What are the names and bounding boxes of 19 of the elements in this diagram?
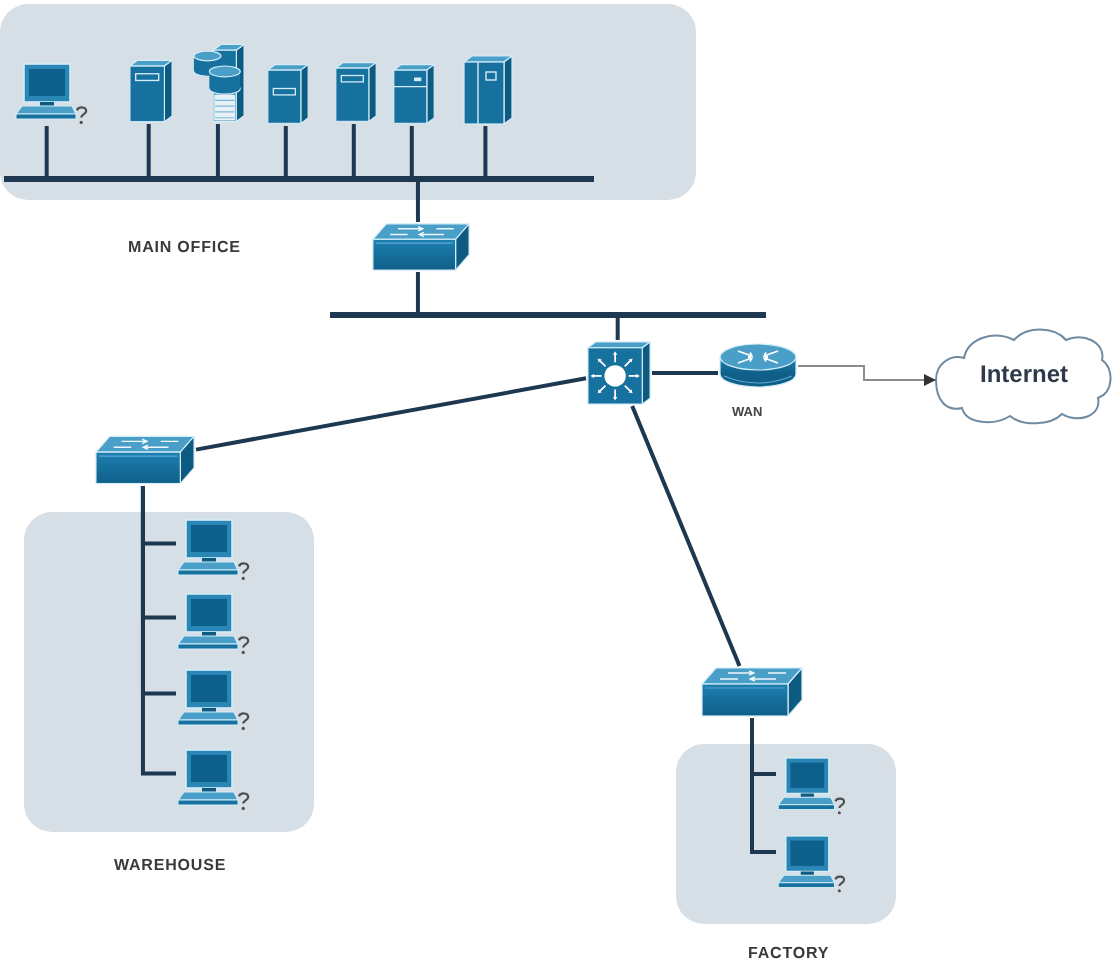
network-link (146, 124, 151, 176)
network-link (652, 371, 718, 375)
network-link (415, 272, 420, 312)
network-link (44, 126, 49, 176)
cloud-label: Internet (979, 362, 1068, 386)
network-link (409, 126, 414, 176)
area-label: MAIN OFFICE (128, 240, 241, 256)
network-link (351, 124, 356, 176)
network-link (140, 486, 176, 776)
network-link (615, 318, 620, 340)
network-link (415, 182, 420, 222)
network-link (630, 405, 742, 667)
area-label: WAREHOUSE (114, 858, 227, 874)
network-link (283, 126, 288, 176)
connection-arrow (797, 365, 937, 386)
network-link (195, 376, 587, 452)
network-link (483, 126, 488, 176)
area-label: FACTORY (748, 946, 830, 962)
network-link (215, 124, 220, 176)
